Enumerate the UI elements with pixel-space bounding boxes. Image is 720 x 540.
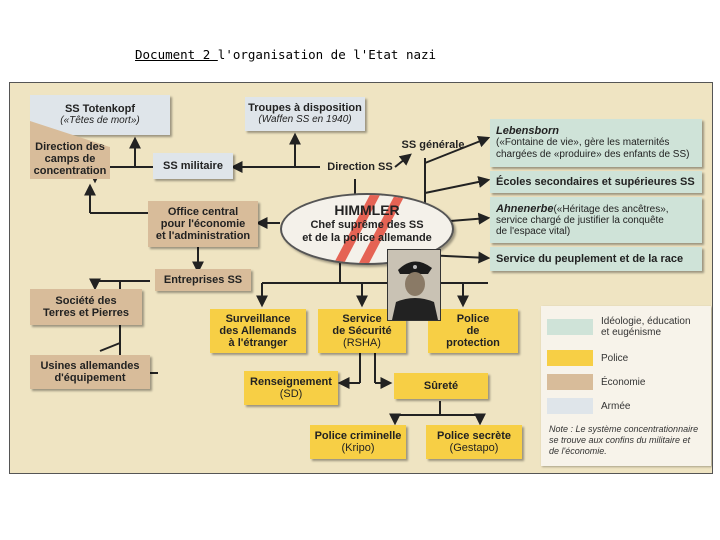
surveillance-line-2: des Allemands — [219, 325, 297, 337]
surete-box: Sûreté — [394, 373, 488, 399]
office-line-1: Office central — [167, 206, 239, 218]
legend-item-armee: Armée — [547, 398, 630, 414]
caption-title: l'organisation de l'Etat nazi — [217, 47, 437, 62]
legend-item-economie: Économie — [547, 374, 645, 390]
securite-line-2: de Sécurité — [332, 325, 392, 337]
legend-swatch-economie — [547, 374, 593, 390]
criminelle-line-1: Police criminelle — [314, 430, 402, 442]
legend-label-police: Police — [601, 352, 629, 364]
usines-line-1: Usines allemandes — [40, 360, 140, 372]
direction-ss-label: Direction SS — [327, 161, 393, 173]
securite-line-1: Service — [342, 313, 382, 325]
legend-label-armee: Armée — [601, 400, 631, 412]
surete-label: Sûreté — [423, 380, 459, 392]
legend-label-economie: Économie — [601, 376, 646, 388]
document-caption: Document 2 l'organisation de l'Etat nazi — [135, 47, 436, 62]
protection-line-3: protection — [446, 337, 500, 349]
legend-label-ideologie-1: Idéologie, éducation — [601, 316, 691, 327]
legend-swatch-police — [547, 350, 593, 366]
caption-prefix: Document 2 — [135, 47, 218, 62]
ss-totenkopf-box: SS Totenkopf(«Têtes de mort») — [30, 95, 170, 135]
ahnenerbe-line-1: («Héritage des ancêtres», — [553, 203, 669, 215]
ahnenerbe-line-3: de l'espace vital) — [496, 225, 571, 237]
entreprises-label: Entreprises SS — [163, 274, 243, 286]
rune-stripes — [334, 195, 405, 263]
lebensborn-title: Lebensborn — [496, 125, 559, 137]
surveillance-line-3: à l'étranger — [228, 337, 288, 349]
direction-camps-line-2: camps de — [44, 153, 96, 165]
himmler-name: HIMMLER — [334, 202, 400, 218]
ecoles-box: Écoles secondaires et supérieures SS — [490, 171, 702, 193]
ahnenerbe-box: Ahnenerbe(«Héritage des ancêtres»,servic… — [490, 197, 702, 243]
lebensborn-line-1: («Fontaine de vie», gère les maternités — [496, 137, 670, 148]
criminelle-line-2: (Kripo) — [341, 442, 375, 454]
ss-generale-label: SS générale — [401, 139, 465, 151]
secrete-line-2: (Gestapo) — [449, 442, 499, 454]
police-criminelle-box: Police criminelle(Kripo) — [310, 425, 406, 459]
ecoles-label: Écoles secondaires et supérieures SS — [496, 176, 695, 188]
securite-line-3: (RSHA) — [343, 337, 381, 349]
ahnenerbe-title: Ahnenerbe — [496, 202, 554, 215]
troupes-sub: (Waffen SS en 1940) — [258, 114, 352, 125]
legend-item-police: Police — [547, 350, 628, 366]
service-peuplement-label: Service du peuplement et de la race — [496, 253, 684, 265]
renseignement-box: Renseignement(SD) — [244, 371, 338, 405]
ss-militaire-label: SS militaire — [163, 160, 223, 172]
protection-line-2: de — [466, 325, 480, 337]
secrete-line-1: Police secrète — [437, 430, 511, 442]
troupes-title: Troupes à disposition — [248, 102, 362, 114]
troupes-disposition-box: Troupes à disposition(Waffen SS en 1940) — [245, 97, 365, 131]
lebensborn-box: Lebensborn(«Fontaine de vie», gère les m… — [490, 119, 702, 167]
lebensborn-line-2: chargées de «produire» des enfants de SS… — [496, 149, 690, 160]
direction-camps-line-1: Direction des — [35, 141, 105, 153]
police-secrete-box: Police secrète(Gestapo) — [426, 425, 522, 459]
legend-swatch-ideologie — [547, 319, 593, 335]
direction-camps-line-3: concentration — [33, 165, 107, 177]
legend-label-ideologie-2: et eugénisme — [601, 327, 662, 338]
entreprises-ss-box: Entreprises SS — [155, 269, 251, 291]
ahnenerbe-line-2: service chargé de justifier la conquête — [496, 214, 664, 226]
legend-note: Note : Le système concentrationnaire se … — [549, 424, 699, 456]
himmler-portrait — [387, 249, 441, 321]
surveillance-line-1: Surveillance — [225, 313, 291, 325]
ss-totenkopf-sub: («Têtes de mort») — [60, 115, 140, 126]
himmler-title-2: et de la police allemande — [302, 232, 432, 244]
renseignement-line-2: (SD) — [279, 388, 303, 400]
service-peuplement-box: Service du peuplement et de la race — [490, 247, 702, 271]
societe-line-1: Société des — [55, 295, 117, 307]
ss-totenkopf-title: SS Totenkopf — [64, 103, 136, 115]
organisation-diagram: HIMMLER Chef suprême des SS et de la pol… — [9, 82, 713, 474]
usines-line-2: d'équipement — [54, 372, 126, 384]
renseignement-line-1: Renseignement — [250, 376, 332, 388]
office-line-2: pour l'économie — [160, 218, 246, 230]
himmler-title-1: Chef suprême des SS — [310, 219, 424, 231]
societe-line-2: Terres et Pierres — [42, 307, 130, 319]
legend-swatch-armee — [547, 398, 593, 414]
ss-militaire-box: SS militaire — [153, 153, 233, 179]
office-line-3: et l'administration — [155, 230, 251, 242]
protection-line-1: Police — [456, 313, 490, 325]
portrait-silhouette — [388, 250, 440, 320]
